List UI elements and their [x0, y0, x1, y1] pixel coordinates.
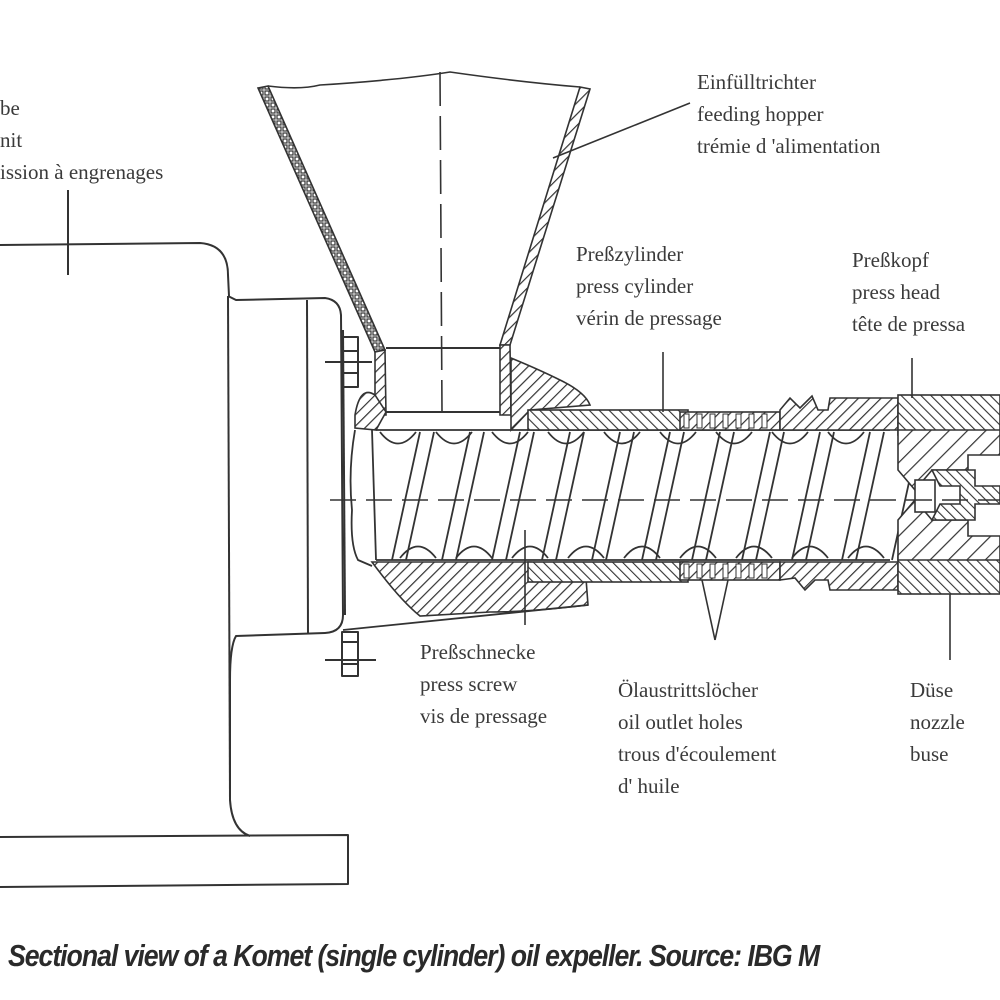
label-press-head: Preßkopf press head tête de pressa: [852, 244, 965, 340]
screw-flight: [455, 431, 485, 561]
screw-scallop: [511, 545, 549, 559]
screw-scallop: [567, 545, 605, 559]
screw-flight: [405, 431, 435, 561]
screw-scallop: [735, 545, 773, 559]
label-screw-de: Preßschnecke: [420, 640, 536, 664]
screw-flight: [591, 431, 621, 561]
label-holes-fr-2: d' huile: [618, 774, 680, 798]
label-head-de: Preßkopf: [852, 248, 929, 272]
nozzle: [914, 469, 1000, 521]
label-gearbox: be nit ission à engrenages: [0, 92, 163, 188]
screw-flight: [555, 431, 585, 561]
oil-hole: [735, 563, 742, 579]
label-gearbox-de: be: [0, 96, 20, 120]
screw-flight: [641, 431, 671, 561]
label-hopper-de: Einfülltrichter: [697, 70, 816, 94]
label-cylinder-en: press cylinder: [576, 274, 694, 298]
screw-flight: [491, 431, 521, 561]
feeding-hopper: [256, 71, 592, 416]
label-holes-fr: trous d'écoulement: [618, 742, 777, 766]
screw-scallop: [491, 431, 529, 445]
label-nozzle-de: Düse: [910, 678, 954, 702]
press-screw: [349, 429, 935, 567]
screw-scallop: [379, 431, 417, 445]
screw-flight: [541, 431, 571, 561]
screw-scallop: [455, 545, 493, 559]
oil-hole: [683, 413, 690, 429]
label-screw-fr: vis de pressage: [420, 704, 548, 728]
screw-flight: [791, 431, 821, 561]
screw-scallop: [399, 545, 437, 559]
oil-hole: [761, 563, 768, 579]
oil-hole: [683, 563, 690, 579]
screw-flight: [505, 431, 535, 561]
oil-hole: [722, 413, 729, 429]
screw-scallop: [603, 431, 641, 445]
screw-flight: [605, 431, 635, 561]
press-cylinder: [527, 394, 899, 592]
label-head-en: press head: [852, 280, 941, 304]
screw-scallop: [771, 431, 809, 445]
screw-scallop: [827, 431, 865, 445]
oil-hole: [709, 413, 716, 429]
label-cylinder-de: Preßzylinder: [576, 242, 684, 266]
screw-flight: [705, 431, 735, 561]
oil-hole: [696, 563, 703, 579]
oil-hole: [761, 413, 768, 429]
label-holes-en: oil outlet holes: [618, 710, 743, 734]
oil-outlet-holes: [683, 413, 768, 579]
label-head-fr: tête de pressa: [852, 312, 966, 336]
press-head: [897, 394, 1000, 595]
screw-flight: [741, 431, 771, 561]
screw-scallop: [659, 431, 697, 445]
screw-scallop: [547, 431, 585, 445]
bolt-lower: [325, 631, 376, 677]
label-hopper-fr: trémie d 'alimentation: [697, 134, 881, 158]
screw-flight: [691, 431, 721, 561]
label-press-cylinder: Preßzylinder press cylinder vérin de pre…: [576, 238, 722, 334]
screw-flight: [391, 431, 421, 561]
hopper-leader-line: [552, 102, 691, 159]
label-hopper-en: feeding hopper: [697, 102, 824, 126]
screw-scallop: [847, 545, 885, 559]
gearbox-housing: [0, 242, 230, 297]
label-screw-en: press screw: [420, 672, 518, 696]
label-holes-de: Ölaustrittslöcher: [618, 678, 758, 702]
oil-hole: [735, 413, 742, 429]
label-nozzle-en: nozzle: [910, 710, 965, 734]
screw-flight: [441, 431, 471, 561]
label-gearbox-fr: ission à engrenages: [0, 160, 164, 184]
label-nozzle-fr: buse: [910, 742, 949, 766]
hopper-centerline: [439, 71, 443, 413]
label-nozzle: Düse nozzle buse: [910, 674, 965, 770]
label-feeding-hopper: Einfülltrichter feeding hopper trémie d …: [697, 66, 880, 162]
screw-scallop: [435, 431, 473, 445]
screw-flight: [805, 431, 835, 561]
screw-flight: [855, 431, 885, 561]
oil-holes-leader-left: [701, 579, 716, 641]
label-press-screw: Preßschnecke press screw vis de pressage: [420, 636, 547, 732]
base-plate: [0, 834, 349, 888]
oil-holes-leader-right: [714, 579, 729, 641]
screw-scallop: [715, 431, 753, 445]
oil-hole: [748, 563, 755, 579]
screw-flight: [841, 431, 871, 561]
label-cylinder-fr: vérin de pressage: [576, 306, 722, 330]
oil-hole: [722, 563, 729, 579]
oil-hole: [748, 413, 755, 429]
screw-scallop: [679, 545, 717, 559]
figure-caption: Sectional view of a Komet (single cylind…: [8, 938, 820, 973]
bolt-upper: [325, 336, 372, 388]
label-oil-outlet-holes: Ölaustrittslöcher oil outlet holes trous…: [618, 674, 776, 802]
oil-hole: [696, 413, 703, 429]
oil-hole: [709, 563, 716, 579]
screw-scallop: [623, 545, 661, 559]
screw-scallop: [791, 545, 829, 559]
screw-flight: [755, 431, 785, 561]
label-gearbox-en: nit: [0, 128, 23, 152]
screw-flight: [655, 431, 685, 561]
